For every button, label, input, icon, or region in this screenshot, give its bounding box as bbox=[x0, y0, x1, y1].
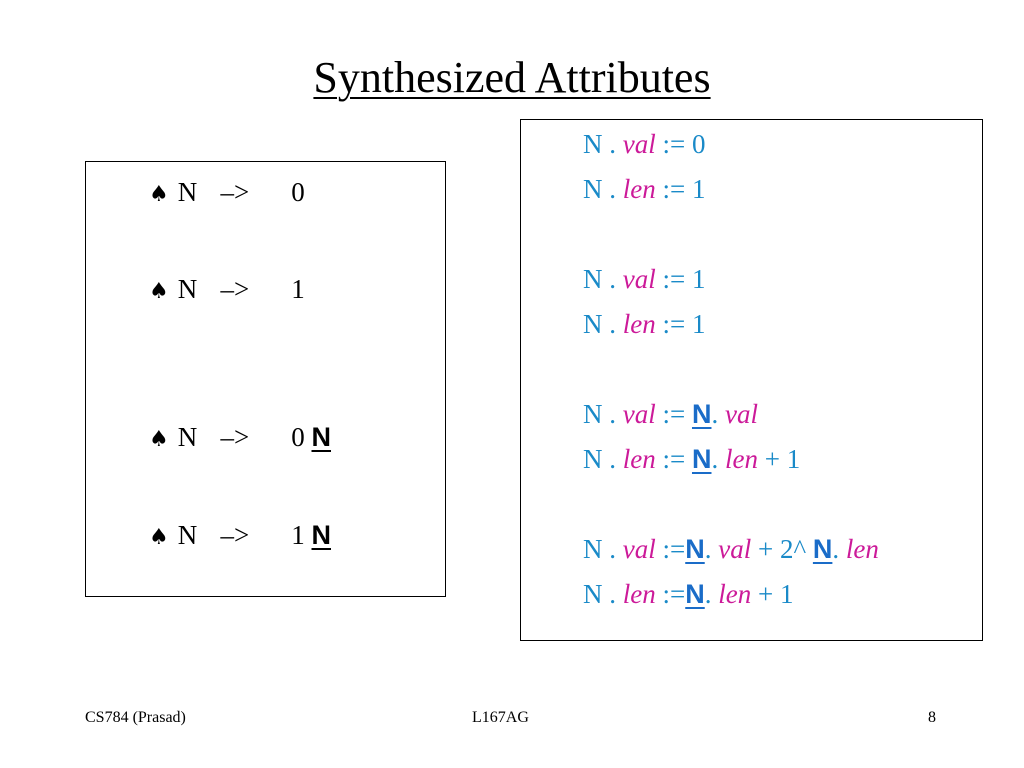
semantic-rules-box: N . val := 0 N . len := 1 N . val := 1 N… bbox=[520, 119, 983, 641]
rule-attribute: val bbox=[622, 399, 656, 429]
production-row: ♠ N –> 1 bbox=[149, 274, 305, 307]
spade-bullet-icon: ♠ bbox=[149, 427, 169, 452]
rule-dot: . bbox=[711, 444, 719, 474]
rule-assignment: := bbox=[662, 534, 686, 564]
productions-box: ♠ N –> 0 ♠ N –> 1 ♠ N –> 0 N ♠ N –> 1 N bbox=[85, 161, 446, 597]
rule-increment: + 1 bbox=[764, 444, 801, 474]
rule-assignment: := 1 bbox=[662, 309, 706, 339]
production-row: ♠ N –> 1 N bbox=[149, 520, 331, 553]
rule-attribute: val bbox=[622, 534, 656, 564]
semantic-rule: N . val :=N. val + 2^ N. len bbox=[583, 534, 879, 564]
production-rhs: 0 bbox=[291, 422, 305, 452]
production-rhs: 1 bbox=[291, 274, 305, 304]
rule-lhs: N . bbox=[583, 129, 616, 159]
rule-child-attribute: len bbox=[845, 534, 879, 564]
production-rhs: 0 bbox=[291, 177, 305, 207]
rule-lhs: N . bbox=[583, 579, 616, 609]
production-lhs: N bbox=[177, 422, 198, 452]
rule-child-attribute: len bbox=[724, 444, 758, 474]
production-row: ♠ N –> 0 bbox=[149, 177, 305, 210]
rule-assignment: := bbox=[662, 444, 686, 474]
rule-assignment: := 1 bbox=[662, 174, 706, 204]
production-lhs: N bbox=[177, 274, 198, 304]
production-arrow: –> bbox=[220, 177, 250, 207]
footer-course: CS784 (Prasad) bbox=[85, 709, 186, 726]
semantic-rule: N . len := 1 bbox=[583, 309, 705, 339]
rule-attribute: len bbox=[622, 309, 656, 339]
rule-lhs: N . bbox=[583, 174, 616, 204]
rule-power-term: + 2^ bbox=[757, 534, 807, 564]
rule-assignment: := 0 bbox=[662, 129, 706, 159]
rule-attribute: len bbox=[622, 444, 656, 474]
production-rhs: 1 bbox=[291, 520, 305, 550]
slide-title: Synthesized Attributes bbox=[0, 50, 1024, 106]
rule-attribute: len bbox=[622, 579, 656, 609]
rule-lhs: N . bbox=[583, 264, 616, 294]
rule-assignment: := 1 bbox=[662, 264, 706, 294]
production-nonterminal: N bbox=[311, 520, 332, 550]
semantic-rule: N . val := N. val bbox=[583, 399, 758, 429]
spade-bullet-icon: ♠ bbox=[149, 279, 169, 304]
production-arrow: –> bbox=[220, 422, 250, 452]
rule-attribute: val bbox=[622, 129, 656, 159]
production-arrow: –> bbox=[220, 274, 250, 304]
rule-lhs: N . bbox=[583, 399, 616, 429]
semantic-rule: N . len :=N. len + 1 bbox=[583, 579, 793, 609]
rule-assignment: := bbox=[662, 579, 686, 609]
production-nonterminal: N bbox=[311, 422, 332, 452]
footer-page-number: 8 bbox=[928, 709, 936, 726]
semantic-rule: N . len := 1 bbox=[583, 174, 705, 204]
rule-dot: . bbox=[704, 534, 712, 564]
rule-lhs: N . bbox=[583, 309, 616, 339]
rule-lhs: N . bbox=[583, 444, 616, 474]
production-arrow: –> bbox=[220, 520, 250, 550]
rule-dot: . bbox=[711, 399, 719, 429]
rule-attribute: len bbox=[622, 174, 656, 204]
rule-assignment: := bbox=[662, 399, 686, 429]
spade-bullet-icon: ♠ bbox=[149, 525, 169, 550]
rule-child-nonterminal: N bbox=[691, 444, 712, 474]
rule-lhs: N . bbox=[583, 534, 616, 564]
rule-child-nonterminal: N bbox=[812, 534, 833, 564]
semantic-rule: N . val := 1 bbox=[583, 264, 705, 294]
semantic-rule: N . len := N. len + 1 bbox=[583, 444, 800, 474]
spade-bullet-icon: ♠ bbox=[149, 182, 169, 207]
production-row: ♠ N –> 0 N bbox=[149, 422, 331, 455]
rule-dot: . bbox=[704, 579, 712, 609]
rule-dot: . bbox=[832, 534, 840, 564]
slide-title-text: Synthesized Attributes bbox=[313, 53, 711, 102]
rule-child-nonterminal: N bbox=[685, 534, 705, 564]
footer-lecture-id: L167AG bbox=[472, 709, 529, 726]
rule-attribute: val bbox=[622, 264, 656, 294]
rule-child-attribute: len bbox=[718, 579, 752, 609]
production-lhs: N bbox=[177, 177, 198, 207]
rule-increment: + 1 bbox=[757, 579, 794, 609]
rule-child-attribute: val bbox=[718, 534, 752, 564]
rule-child-nonterminal: N bbox=[685, 579, 705, 609]
rule-child-attribute: val bbox=[724, 399, 758, 429]
production-lhs: N bbox=[177, 520, 198, 550]
semantic-rule: N . val := 0 bbox=[583, 129, 705, 159]
rule-child-nonterminal: N bbox=[691, 399, 712, 429]
